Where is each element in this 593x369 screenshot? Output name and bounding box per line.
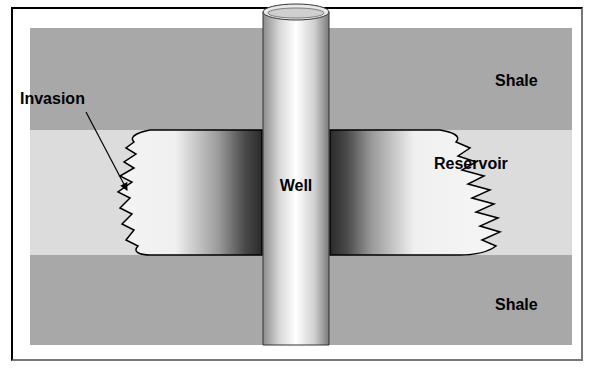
region-label: Reservoir: [434, 155, 508, 173]
invasion-zone-right: [330, 130, 500, 255]
leader-arrow: [86, 112, 127, 190]
invasion-zone-left: [118, 130, 262, 255]
well-cylinder-shape: [262, 2, 330, 346]
region-label: Shale: [495, 296, 538, 314]
region-label: Well: [280, 177, 313, 195]
region-label: Shale: [495, 72, 538, 90]
callout-label: Invasion: [20, 90, 85, 108]
well-cylinder: Well: [262, 2, 330, 346]
